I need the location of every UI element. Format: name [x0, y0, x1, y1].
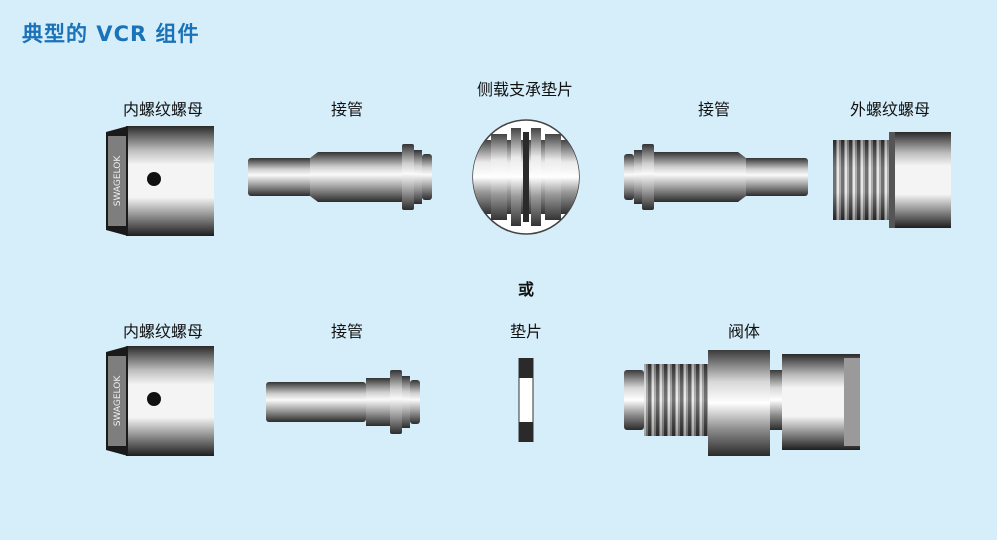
label-gasket: 垫片	[509, 322, 543, 341]
brand-mark: SWAGELOK	[113, 375, 123, 427]
female-nut-illustration-1: SWAGELOK	[106, 126, 214, 236]
brand-mark: SWAGELOK	[113, 155, 123, 207]
body-illustration	[624, 350, 860, 456]
female-nut-illustration-2: SWAGELOK	[106, 346, 214, 456]
or-label: 或	[517, 280, 535, 299]
label-gland-1: 接管	[330, 100, 364, 119]
page-title: 典型的 VCR 组件	[22, 22, 200, 46]
label-gland-3: 接管	[330, 322, 364, 341]
label-female-nut-2: 内螺纹螺母	[122, 322, 204, 341]
male-nut-illustration	[833, 132, 951, 228]
gland-illustration-1	[248, 144, 432, 210]
label-body: 阀体	[727, 322, 761, 341]
gland-illustration-3	[266, 370, 420, 434]
gland-illustration-2	[624, 144, 808, 210]
label-retainer-gasket: 侧载支承垫片	[476, 80, 574, 99]
retainer-gasket-illustration	[472, 119, 580, 235]
label-male-nut: 外螺纹螺母	[849, 100, 931, 119]
label-female-nut-1: 内螺纹螺母	[122, 100, 204, 119]
gasket-illustration	[518, 358, 534, 442]
label-gland-2: 接管	[697, 100, 731, 119]
